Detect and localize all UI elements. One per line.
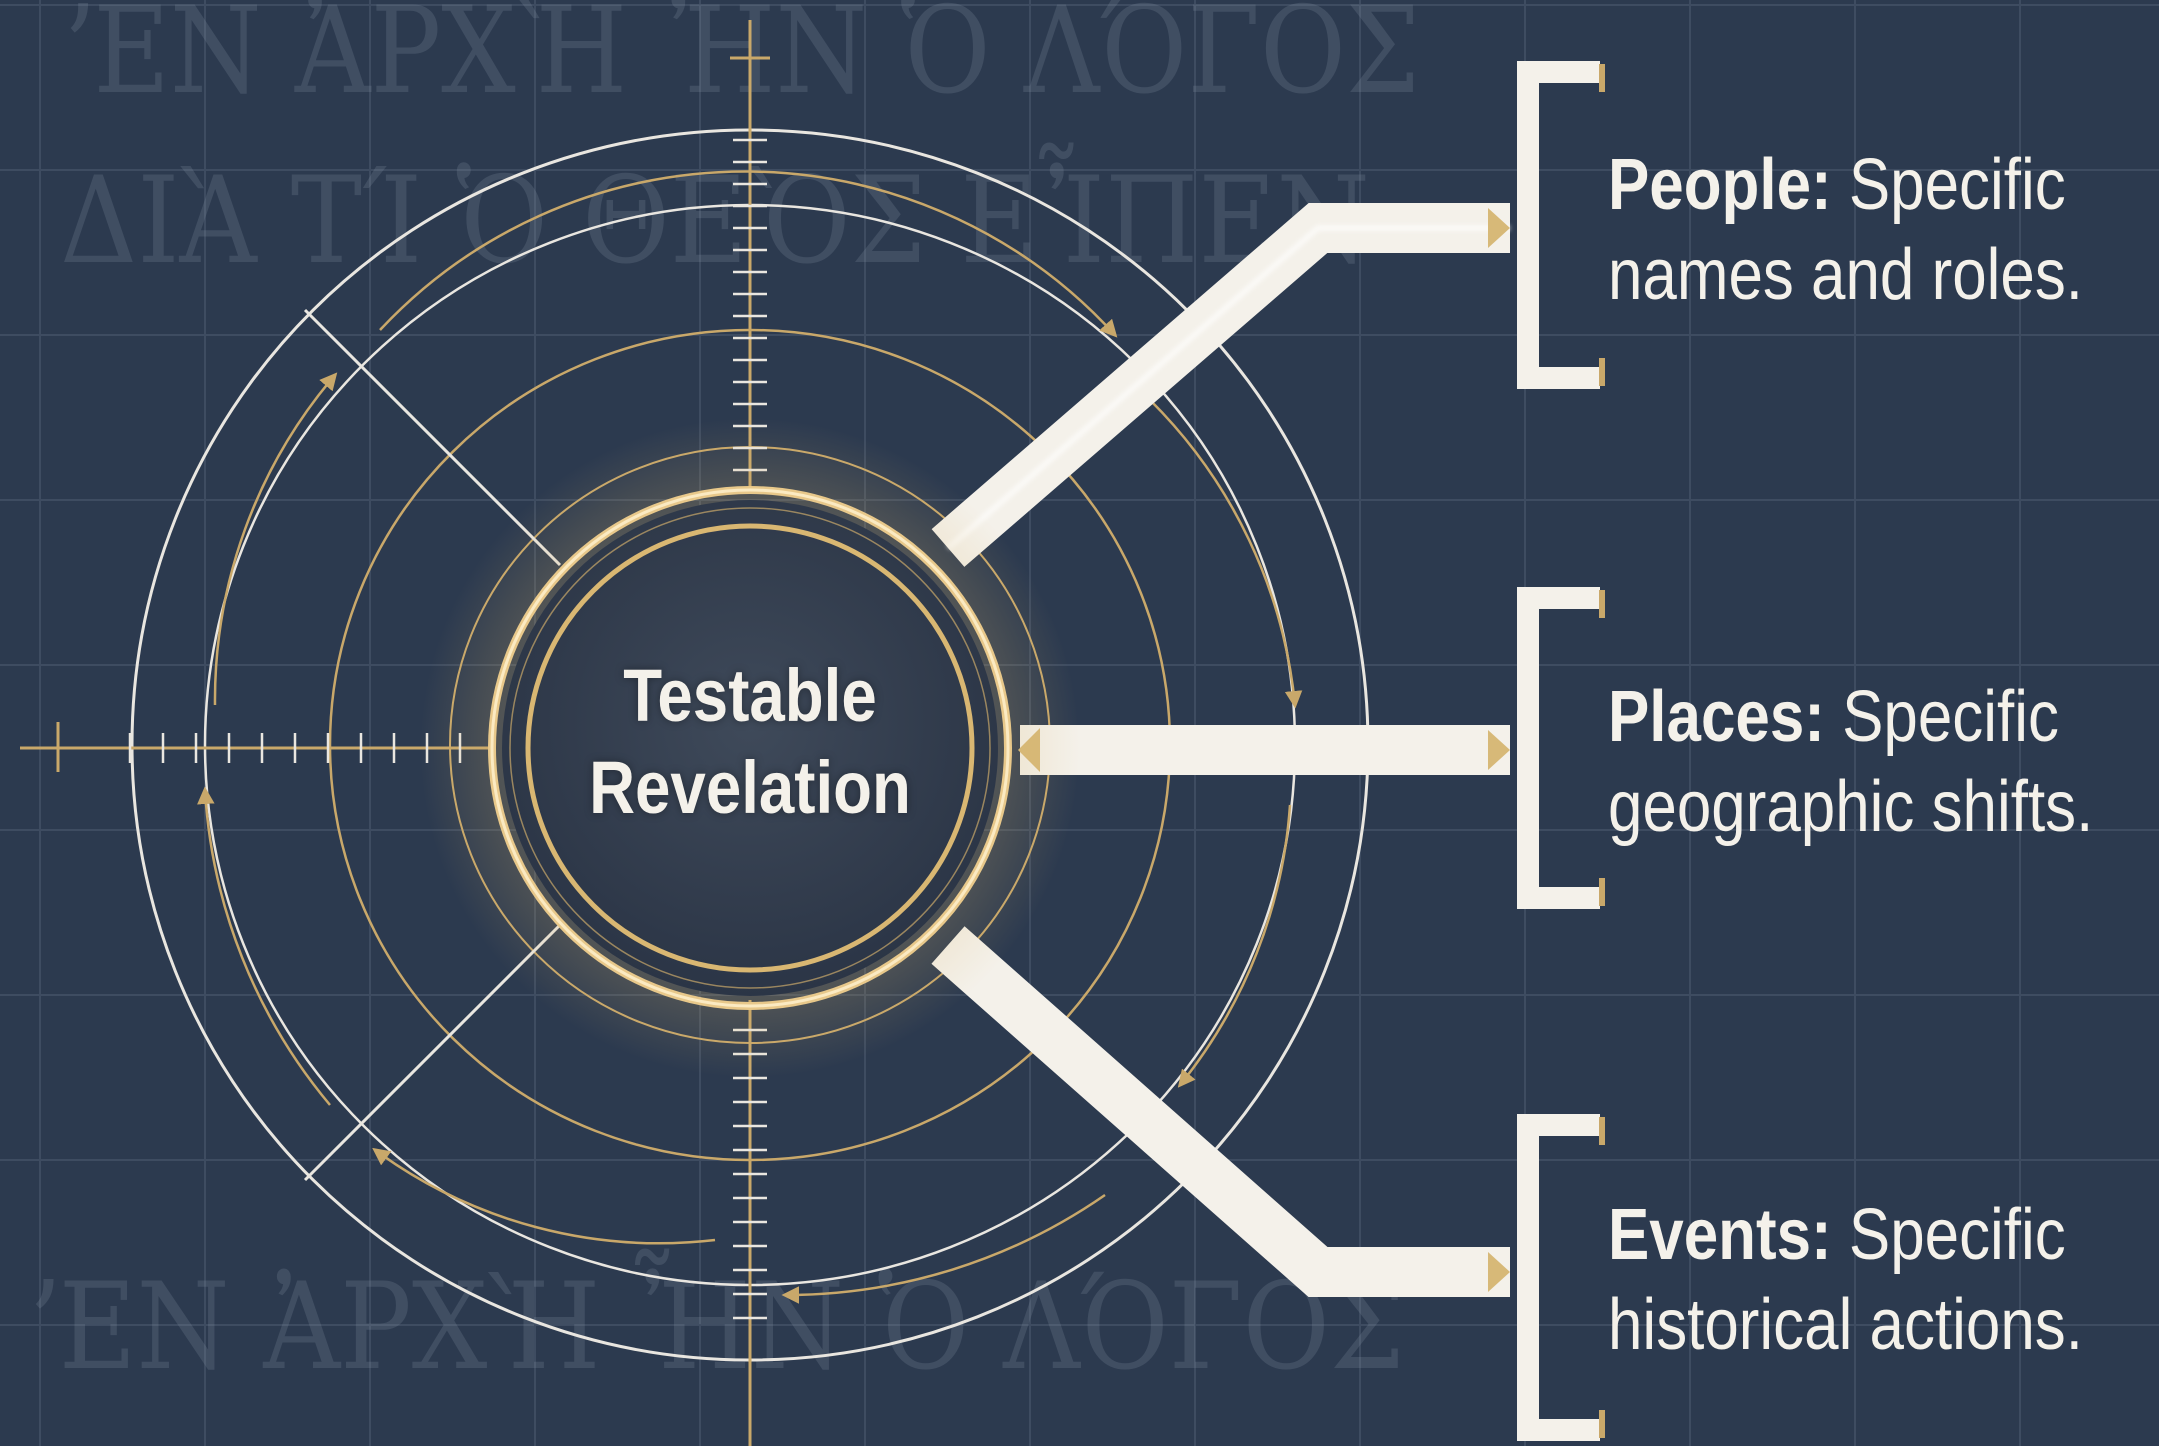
item-people-line1: People: Specific [1608,140,2090,230]
arc-arrow [1177,804,1292,1088]
connector-people [931,203,1510,567]
item-places-desc1: Specific [1842,677,2059,757]
hub-disc [502,500,998,996]
item-people-desc1: Specific [1848,145,2066,225]
arc-arrow [781,1193,1106,1304]
arc-arrow [197,786,331,1106]
connector-tip [1488,1252,1510,1292]
arc-arrow [1149,399,1303,709]
hub-ring-inner [525,523,975,973]
brackets [1517,61,1600,1441]
greek-text-line: ʼΕΝ ἈΡΧῊ ἮΝ Ὁ ΛΌΓΟΣ [60,0,1420,121]
center-hub [420,418,1080,1078]
item-people: People: Specific names and roles. [1608,140,2090,320]
center-title-line1: Testable [623,654,877,737]
bracket-places [1517,587,1600,909]
item-places-label: Places: [1608,677,1825,757]
item-people-desc2: names and roles. [1608,235,2083,315]
item-events: Events: Specific historical actions. [1608,1190,2090,1370]
item-places: Places: Specific geographic shifts. [1608,672,2094,852]
hub-ring-faint [509,507,991,989]
connectors [931,203,1510,1297]
connector-tip [1488,730,1510,770]
connector-tip [1488,208,1510,248]
bracket-events [1517,1114,1600,1441]
greek-text-line: ʼΕΝ ἈΡΧῊ ἮΝ Ὁ ΛΌΓΟΣ [25,1248,1405,1397]
item-events-label: Events: [1608,1195,1832,1275]
hub-ring-highlight [490,488,1010,1008]
background-lettering: ʼΕΝ ἈΡΧῊ ἮΝ Ὁ ΛΌΓΟΣ ΔΙᾺ ΤΊ Ὁ ΘΕῸΣ ΕἾΠΕΝ … [25,0,1420,1397]
item-places-line1: Places: Specific [1608,672,2090,762]
connector-events [931,926,1510,1297]
center-title: Testable Revelation [535,650,965,834]
item-people-label: People: [1608,145,1832,225]
arc-arrow [213,372,338,706]
item-events-desc2: historical actions. [1608,1285,2083,1365]
center-title-line2: Revelation [589,746,911,829]
bracket-people [1517,61,1600,389]
item-events-line1: Events: Specific [1608,1190,2090,1280]
item-places-desc2: geographic shifts. [1608,767,2094,847]
item-events-desc1: Specific [1848,1195,2066,1275]
greek-text-line: ΔΙᾺ ΤΊ Ὁ ΘΕῸΣ ΕἾΠΕΝ [60,142,1370,291]
arc-arrow [372,1147,716,1245]
connector-places [1018,725,1510,775]
